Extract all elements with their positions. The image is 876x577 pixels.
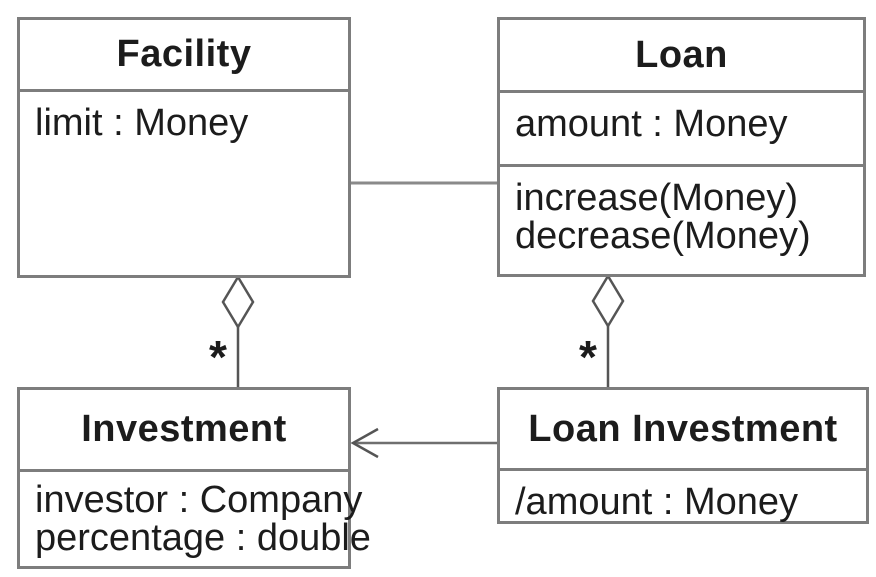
- class-loan: Loan amount : Money increase(Money) decr…: [497, 17, 866, 277]
- attribute: investor : Company: [35, 479, 363, 521]
- class-loan-investment: Loan Investment /amount : Money: [497, 387, 869, 524]
- class-loan-attributes: amount : Money: [500, 93, 863, 167]
- aggregation-diamond-facility: [221, 274, 255, 330]
- attribute: percentage : double: [35, 517, 371, 559]
- class-investment-attributes: investor : Company percentage : double: [20, 472, 371, 559]
- class-investment: Investment investor : Company percentage…: [17, 387, 371, 569]
- class-facility-name: Facility: [20, 20, 348, 92]
- aggregation-diamond-loan: [591, 273, 625, 329]
- class-loan-investment-name: Loan Investment: [500, 390, 866, 471]
- operation: decrease(Money): [515, 215, 811, 257]
- class-loan-operations: increase(Money) decrease(Money): [500, 167, 863, 255]
- class-facility-attributes: limit : Money: [20, 92, 348, 142]
- class-investment-name: Investment: [20, 390, 348, 472]
- class-facility: Facility limit : Money: [17, 17, 351, 278]
- class-loan-investment-attributes: /amount : Money: [500, 471, 866, 521]
- open-arrowhead-icon: [350, 427, 379, 459]
- multiplicity-loan-loaninvestment: *: [579, 331, 597, 383]
- attribute: limit : Money: [35, 102, 249, 144]
- attribute: amount : Money: [515, 103, 788, 145]
- attribute: /amount : Money: [515, 481, 799, 523]
- class-loan-name: Loan: [500, 20, 863, 93]
- operation: increase(Money): [515, 177, 798, 219]
- multiplicity-facility-investment: *: [209, 331, 227, 383]
